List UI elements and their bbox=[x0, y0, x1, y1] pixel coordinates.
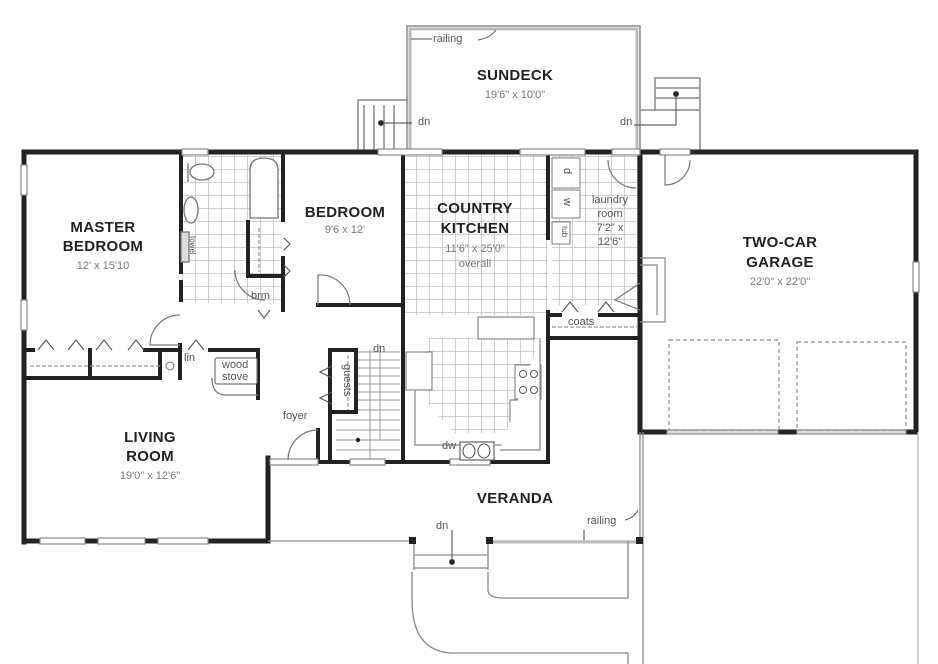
laundry-tub-label: tub bbox=[560, 226, 569, 238]
kitchen-counters bbox=[405, 316, 542, 451]
interior-stair bbox=[336, 345, 400, 460]
sundeck-stair-arrows bbox=[378, 91, 679, 126]
guests-closet-label: guests bbox=[341, 364, 353, 397]
towel-label: towel bbox=[188, 236, 197, 255]
living-room-label-line2: ROOM bbox=[126, 448, 174, 465]
garage-label-line1: TWO-CAR bbox=[742, 234, 818, 251]
interior-walls bbox=[22, 150, 642, 464]
living-room-dimensions: 19'0" x 12'6" bbox=[119, 470, 181, 482]
stairs-down-interior-label: dn bbox=[373, 343, 386, 355]
linen-closet-label: lin bbox=[184, 352, 196, 364]
garage-entry-steps bbox=[640, 257, 666, 323]
stairs-down-veranda-label: dn bbox=[436, 520, 449, 532]
veranda bbox=[268, 432, 919, 664]
bedroom-label: BEDROOM bbox=[304, 204, 386, 221]
veranda-posts bbox=[409, 537, 643, 544]
kitchen-sink bbox=[459, 441, 495, 461]
stairs-down-right-label: dn bbox=[620, 116, 633, 128]
kitchen-dimensions: 11'6" x 25'0" bbox=[445, 243, 505, 255]
dryer-label: d bbox=[561, 168, 573, 175]
kitchen-label-line2: KITCHEN bbox=[440, 220, 510, 237]
doors bbox=[149, 155, 691, 461]
railing-bottom-label: railing bbox=[587, 515, 617, 527]
washer-label: w bbox=[561, 198, 573, 206]
wood-stove-label-line2: stove bbox=[222, 371, 249, 383]
laundry-dimensions-line1: 7'2" x bbox=[596, 222, 624, 234]
broom-closet-label: brm bbox=[251, 290, 270, 302]
laundry-dimensions-line2: 12'6" bbox=[597, 236, 623, 248]
master-bedroom-label-line2: BEDROOM bbox=[62, 238, 144, 255]
bathroom-fixtures bbox=[180, 157, 279, 263]
master-bedroom-dimensions: 12' x 15'10 bbox=[76, 260, 130, 272]
living-room-label-line1: LIVING bbox=[124, 429, 176, 446]
stair-arrow-dot bbox=[355, 437, 361, 443]
foyer-label: foyer bbox=[283, 410, 308, 422]
laundry-label-line2: room bbox=[597, 208, 623, 220]
garage-label-line2: GARAGE bbox=[746, 254, 814, 271]
sundeck bbox=[357, 25, 701, 152]
veranda-stair-arrow bbox=[449, 530, 585, 565]
railing-leaders bbox=[411, 29, 639, 521]
sundeck-label: SUNDECK bbox=[476, 67, 554, 84]
closet-rods bbox=[30, 228, 638, 410]
laundry-label-line1: laundry bbox=[591, 194, 629, 206]
kitchen-label-line1: COUNTRY bbox=[437, 200, 513, 217]
laundry-appliances bbox=[551, 157, 581, 245]
water-heater bbox=[165, 361, 175, 371]
garage-dimensions: 22'0" x 22'0" bbox=[749, 276, 811, 288]
closet-bifolds bbox=[37, 237, 615, 405]
kitchen-tile bbox=[405, 155, 548, 315]
veranda-label: VERANDA bbox=[476, 490, 554, 507]
range-burners bbox=[519, 370, 538, 394]
windows bbox=[20, 148, 920, 545]
stairs-down-left-label: dn bbox=[418, 116, 431, 128]
railing-top-label: railing bbox=[433, 33, 463, 45]
garage-doors bbox=[666, 339, 907, 435]
sundeck-dimensions: 19'6" x 10'0" bbox=[484, 89, 546, 101]
wood-stove bbox=[211, 357, 258, 396]
kitchen-overall-note: overall bbox=[458, 258, 492, 270]
wood-stove-label-line1: wood bbox=[222, 359, 249, 371]
bedroom-dimensions: 9'6 x 12' bbox=[324, 224, 366, 236]
coats-closet-label: coats bbox=[568, 316, 595, 328]
dishwasher-label: dw bbox=[442, 440, 457, 452]
master-bedroom-label-line1: MASTER bbox=[70, 219, 136, 236]
